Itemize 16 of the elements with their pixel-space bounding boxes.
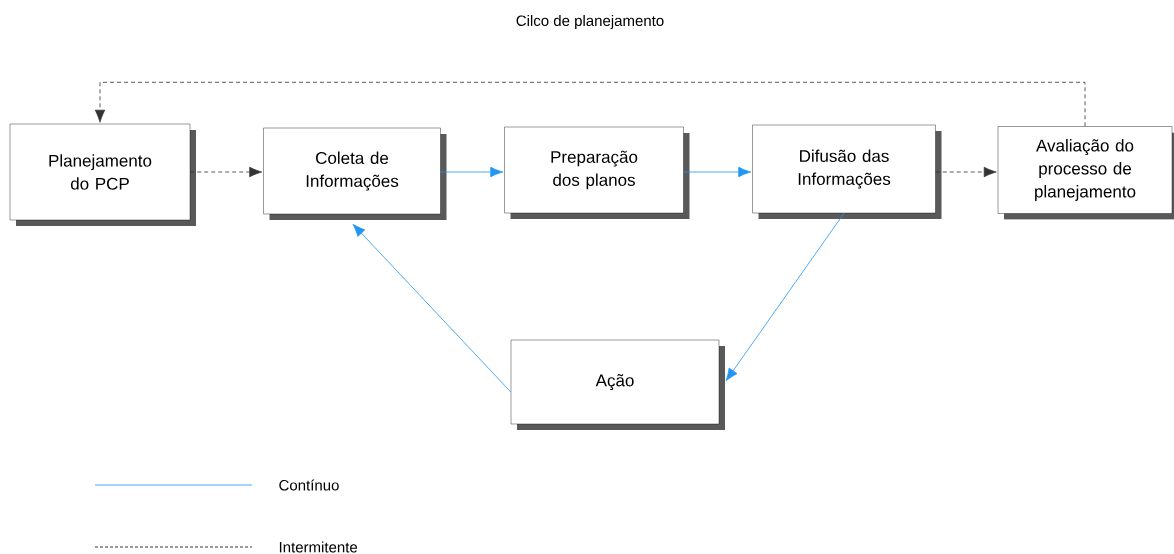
edge-label: Cilco de planejamento (516, 15, 664, 29)
process-box: Preparação dos planos (504, 126, 690, 219)
arrow (189, 166, 263, 178)
arrow (725, 212, 845, 382)
process-box: Coleta de Informações (263, 127, 447, 220)
arrow (935, 166, 997, 178)
process-box: Ação (510, 339, 725, 430)
arrow (94, 81, 1086, 127)
process-box: Difusão das Informações (752, 124, 942, 219)
arrow (440, 166, 504, 178)
legend-label: Contínuo (279, 479, 339, 491)
arrow (683, 166, 752, 178)
legend-label: Intermitente (279, 541, 358, 553)
process-box: Planejamento do PCP (9, 123, 196, 226)
arrow (352, 223, 512, 393)
process-box: Avaliação do processo de planejamento (997, 126, 1174, 220)
